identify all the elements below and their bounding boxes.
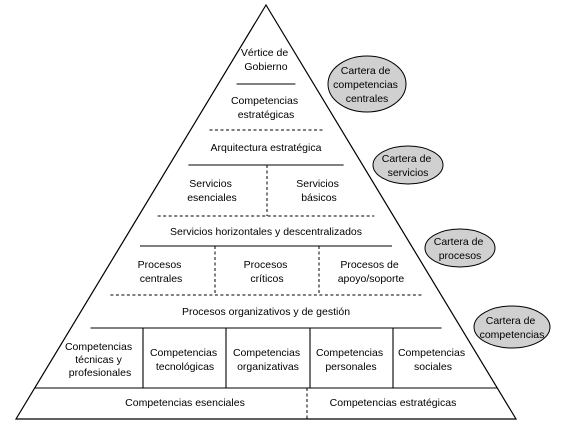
badge-core-competencies-label: Cartera de competencias centrales	[333, 65, 401, 105]
critical-processes-label: Procesos críticos	[244, 259, 291, 285]
central-processes-label: Procesos centrales	[138, 259, 185, 285]
badge-core-competencies	[327, 55, 407, 113]
badge-competencies-label: Cartera de competencias	[480, 315, 545, 341]
technical-competencies-label: Competencias técnicas y profesionales	[65, 341, 135, 379]
strategic-architecture-label: Arquitectura estratégica	[211, 142, 322, 154]
org-processes-label: Procesos organizativos y de gestión	[182, 306, 350, 318]
horizontal-services-label: Servicios horizontales y descentralizado…	[170, 226, 362, 238]
badge-services	[372, 145, 444, 185]
pyramid-outline	[14, 3, 518, 420]
badge-processes	[424, 228, 496, 268]
badge-competencies	[473, 305, 551, 349]
essential-competencies-label: Competencias esenciales	[125, 397, 245, 409]
apex-label: Vértice de Gobierno	[241, 47, 291, 73]
personal-competencies-label: Competencias personales	[316, 347, 386, 373]
strategic-competencies-base-label: Competencias estratégicas	[330, 397, 457, 409]
technological-competencies-label: Competencias tecnológicas	[150, 347, 220, 373]
organizational-competencies-label: Competencias organizativas	[233, 347, 303, 373]
social-competencies-label: Competencias sociales	[398, 347, 468, 373]
badge-services-label: Cartera de servicios	[382, 153, 435, 179]
strategic-competencies-label: Competencias estratégicas	[231, 95, 301, 121]
support-processes-label: Procesos de apoyo/soporte	[338, 259, 405, 285]
basic-services-label: Servicios básicos	[296, 178, 342, 204]
badge-processes-label: Cartera de procesos	[434, 236, 487, 262]
essential-services-label: Servicios esenciales	[187, 178, 237, 204]
